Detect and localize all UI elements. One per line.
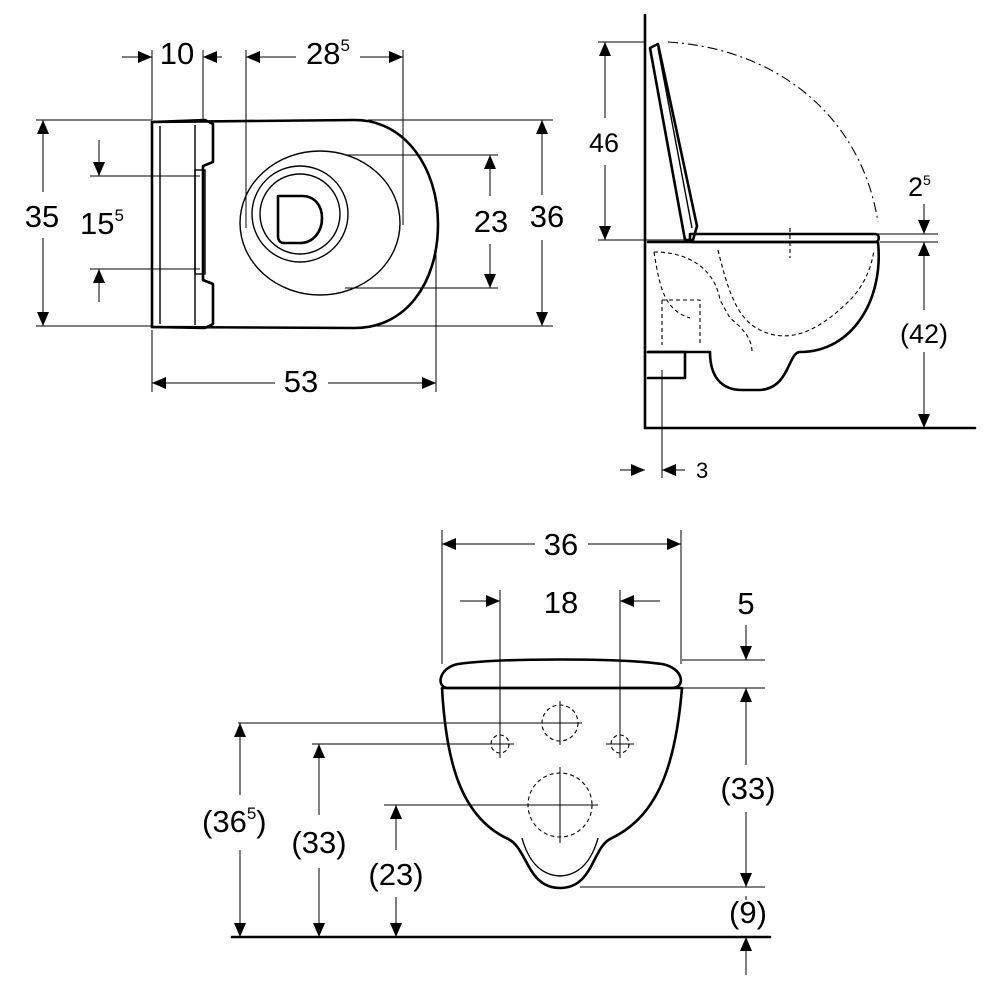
top-view: 10 285 35 155 23 36 [25,36,564,399]
dim-seat-depth: 10 [160,36,194,71]
side-view: 46 25 (42) 3 [589,13,977,483]
top-view-hinge-block [150,118,215,330]
dim-bolt-spacing: 18 [544,585,578,620]
front-view-bolt-right [606,730,634,758]
dim-drain-height: (23) [368,857,423,892]
dim-outlet-height: (365) [202,804,267,839]
dim-lid-height: 46 [589,128,619,158]
dim-floor-gap: (9) [729,895,767,930]
dim-seat-height: 5 [737,586,754,621]
top-view-bowl [251,165,349,263]
dim-front-width: 36 [544,527,578,562]
top-view-outline [150,118,440,330]
dim-total-length: 53 [284,364,318,399]
front-view-bolt-left [486,730,514,758]
side-view-body [646,240,881,392]
dim-seat-thickness: 25 [908,172,931,202]
dim-hinge-spacing: 155 [80,206,124,241]
dim-bowl-opening: 285 [306,36,350,71]
front-view: 36 18 5 (33) (9) (365) [202,527,776,975]
front-view-seat [439,658,683,690]
top-view-seat-ring [239,150,401,296]
side-view-lid-arc [667,41,879,223]
dim-opening-width: 23 [474,204,508,239]
dim-mount-height: (42) [900,319,948,349]
dim-outer-width: 35 [25,199,59,234]
top-view-drain [276,194,324,245]
dim-wall-gap: 3 [696,458,708,483]
dim-bowl-width: 36 [530,199,564,234]
dim-bowl-body-height: (33) [720,771,775,806]
front-view-bowl [440,686,684,890]
side-view-lid [648,42,699,242]
dim-bolt-height: (33) [291,825,346,860]
